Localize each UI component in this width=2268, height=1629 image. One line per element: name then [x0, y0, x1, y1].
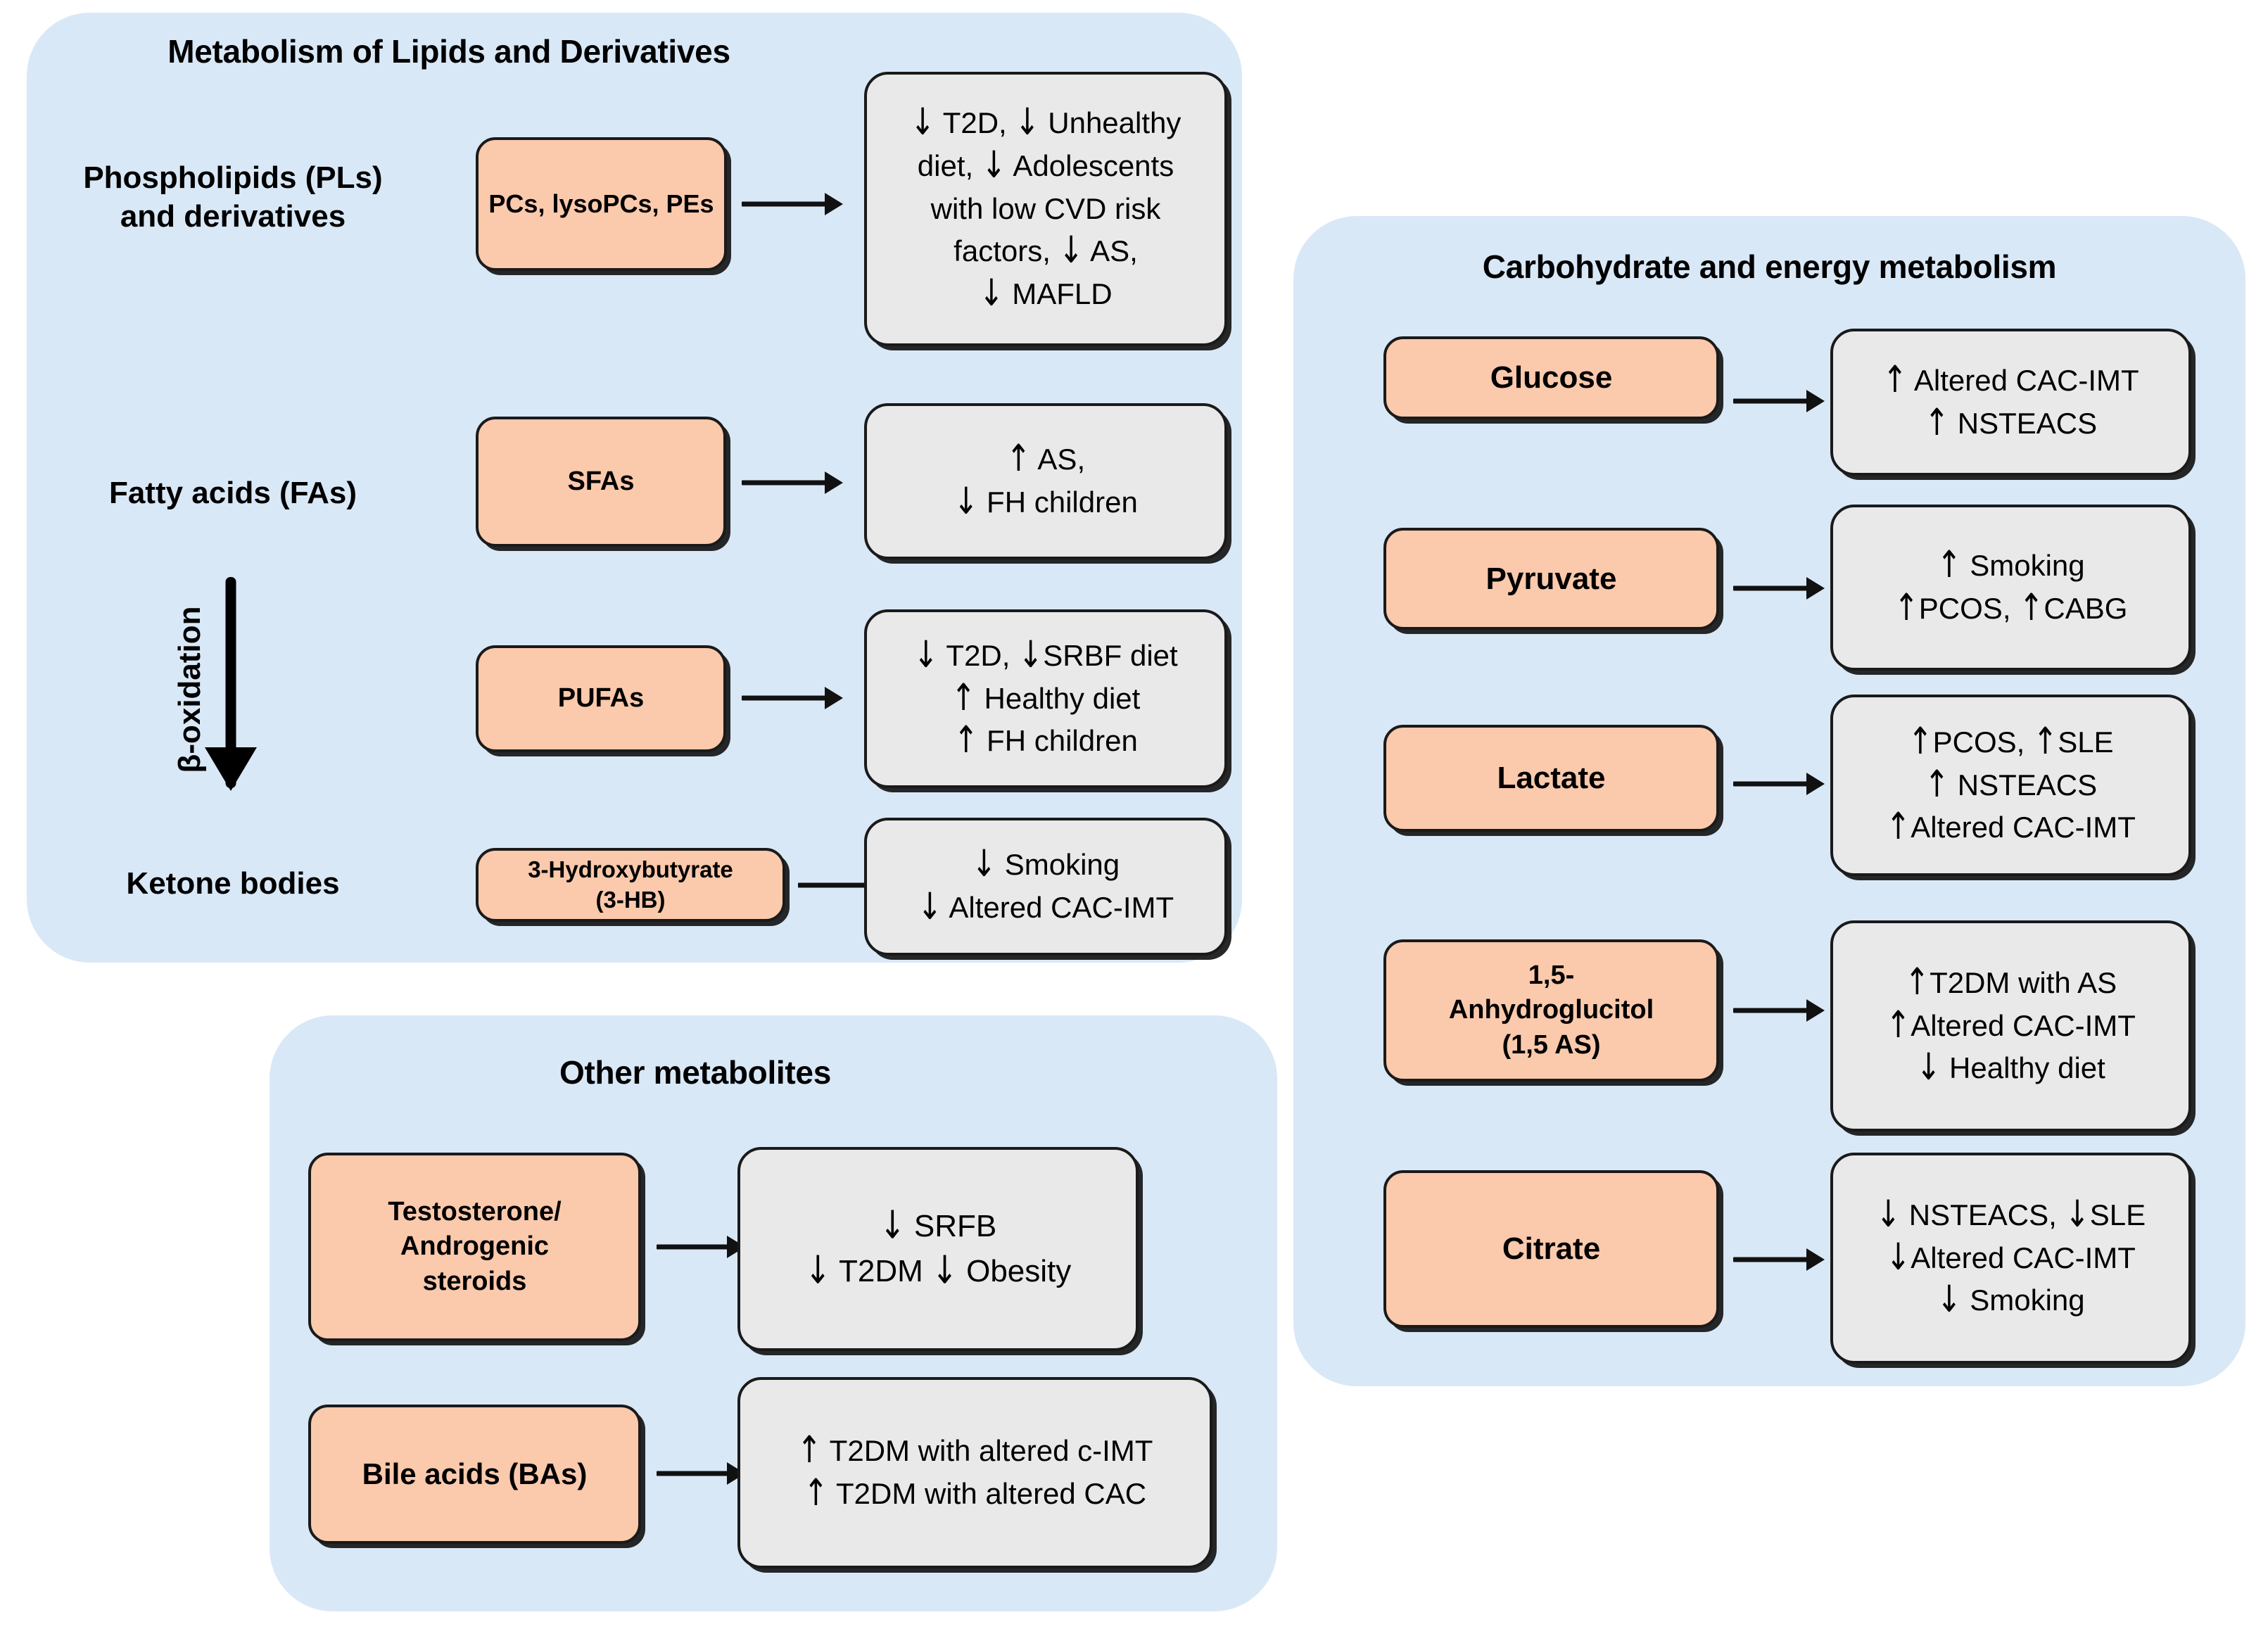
outcome-box-bile-acids: ↑ T2DM with altered c-IMT ↑ T2DM with al… — [737, 1377, 1212, 1568]
down-arrow-icon: ↓ — [1886, 1234, 1911, 1279]
outcome-line: ↓Altered CAC-IMT — [1886, 1235, 2136, 1280]
beta-oxidation-label: β-oxidation — [172, 606, 207, 773]
metabolite-box-pufas[interactable]: PUFAs — [476, 645, 726, 752]
outcome-line: ↓ Altered CAC-IMT — [918, 885, 1174, 930]
down-arrow-icon: ↓ — [954, 479, 979, 523]
outcome-box-pufas: ↓ T2D, ↓SRBF diet ↑ Healthy diet ↑ FH ch… — [864, 609, 1227, 788]
outcome-line: ↓ T2D, ↓ Unhealthy — [911, 100, 1181, 145]
up-arrow-icon: ↑ — [951, 675, 976, 719]
outcome-line: ↑T2DM with AS — [1905, 960, 2117, 1005]
outcome-box-lactate: ↑PCOS, ↑SLE ↑ NSTEACS ↑Altered CAC-IMT — [1830, 695, 2191, 876]
down-arrow-icon: ↓ — [1058, 228, 1084, 272]
up-arrow-icon: ↑ — [1886, 1002, 1911, 1046]
outcome-line: ↑ FH children — [954, 718, 1138, 763]
metabolite-label: 1,5-Anhydroglucitol(1,5 AS) — [1448, 960, 1654, 1060]
up-arrow-icon: ↑ — [1908, 719, 1933, 763]
up-arrow-icon: ↑ — [803, 1471, 829, 1514]
down-arrow-icon: ↓ — [1937, 1277, 1962, 1321]
outcome-box-glucose: ↑ Altered CAC-IMT ↑ NSTEACS — [1830, 329, 2191, 476]
down-arrow-icon: ↓ — [917, 885, 943, 928]
row-label-ketone-bodies: Ketone bodies — [126, 866, 340, 901]
outcome-line: ↑PCOS, ↑SLE — [1908, 719, 2113, 764]
up-arrow-icon: ↑ — [1882, 357, 1908, 401]
metabolite-box-anhydroglucitol[interactable]: 1,5-Anhydroglucitol(1,5 AS) — [1383, 939, 1719, 1082]
metabolite-box-pyruvate[interactable]: Pyruvate — [1383, 528, 1719, 630]
outcome-line: ↓ T2DM ↓ Obesity — [805, 1248, 1072, 1294]
outcome-line: ↓ MAFLD — [979, 272, 1112, 316]
down-arrow-icon: ↓ — [1916, 1045, 1941, 1089]
down-arrow-icon: ↓ — [804, 1248, 831, 1293]
outcome-line: factors, ↓ AS, — [954, 229, 1138, 273]
down-arrow-icon: ↓ — [979, 271, 1004, 315]
outcome-line: diet, ↓ Adolescents — [918, 143, 1174, 188]
metabolite-box-glucose[interactable]: Glucose — [1383, 336, 1719, 419]
metabolite-box-lactate[interactable]: Lactate — [1383, 725, 1719, 832]
up-arrow-icon: ↑ — [1006, 436, 1032, 480]
outcome-box-anhydroglucitol: ↑T2DM with AS ↑Altered CAC-IMT ↓ Healthy… — [1830, 920, 2191, 1132]
outcome-line: ↓ NSTEACS, ↓SLE — [1876, 1192, 2146, 1237]
outcome-box-testosterone: ↓ SRFB ↓ T2DM ↓ Obesity — [737, 1147, 1139, 1351]
down-arrow-icon: ↓ — [879, 1203, 906, 1248]
metabolite-box-sfas[interactable]: SFAs — [476, 417, 726, 547]
down-arrow-icon: ↓ — [981, 143, 1007, 186]
row-label-phospholipids: Phospholipids (PLs) and derivatives — [32, 158, 433, 236]
outcome-line: ↑ T2DM with altered c-IMT — [797, 1428, 1153, 1473]
down-arrow-icon: ↓ — [1015, 100, 1040, 144]
outcome-line: ↑ Altered CAC-IMT — [1882, 357, 2139, 403]
up-arrow-icon: ↑ — [1894, 585, 1919, 629]
down-arrow-icon: ↓ — [971, 842, 997, 885]
panel-other-metabolites-title: Other metabolites — [559, 1054, 831, 1091]
outcome-line: ↓ FH children — [954, 479, 1138, 524]
outcome-box-3-hydroxybutyrate: ↓ Smoking ↓ Altered CAC-IMT — [864, 818, 1227, 956]
outcome-line: ↑ NSTEACS — [1925, 400, 2097, 445]
outcome-box-sfas: ↑ AS, ↓ FH children — [864, 403, 1227, 559]
metabolite-box-pcs-lysopcs-pes[interactable]: PCs, lysoPCs, PEs — [476, 137, 727, 271]
metabolite-box-3-hydroxybutyrate[interactable]: 3-Hydroxybutyrate(3-HB) — [476, 848, 785, 922]
outcome-line: ↓ T2D, ↓SRBF diet — [913, 633, 1177, 678]
down-arrow-icon: ↓ — [913, 633, 939, 676]
down-arrow-icon: ↓ — [1875, 1192, 1901, 1236]
beta-oxidation-arrow-icon — [204, 577, 258, 791]
outcome-line: ↓ SRFB — [880, 1203, 996, 1249]
up-arrow-icon: ↑ — [1904, 960, 1930, 1003]
up-arrow-icon: ↑ — [954, 718, 979, 762]
outcome-line: ↓ Smoking — [1937, 1278, 2084, 1322]
down-arrow-icon: ↓ — [932, 1248, 958, 1293]
down-arrow-icon: ↓ — [910, 100, 935, 144]
outcome-line: ↑Altered CAC-IMT — [1886, 1003, 2136, 1048]
row-label-phospholipids-l2: and derivatives — [120, 199, 346, 234]
outcome-line: ↑ T2DM with altered CAC — [804, 1471, 1146, 1516]
up-arrow-icon: ↑ — [1924, 761, 1950, 806]
up-arrow-icon: ↑ — [1924, 400, 1950, 444]
outcome-line: ↑ NSTEACS — [1925, 762, 2097, 807]
up-arrow-icon: ↑ — [1886, 804, 1911, 849]
metabolite-box-bile-acids[interactable]: Bile acids (BAs) — [308, 1405, 641, 1544]
outcome-line: ↓ Healthy diet — [1916, 1046, 2105, 1090]
outcome-line: ↑ Smoking — [1937, 543, 2084, 588]
outcome-box-pyruvate: ↑ Smoking ↑PCOS, ↑CABG — [1830, 505, 2191, 671]
outcome-line: with low CVD risk — [930, 191, 1161, 225]
up-arrow-icon: ↑ — [2032, 719, 2058, 763]
panel-carbohydrate-title: Carbohydrate and energy metabolism — [1482, 248, 2057, 285]
outcome-line: ↑ Healthy diet — [951, 676, 1141, 721]
down-arrow-icon: ↓ — [2065, 1192, 2090, 1236]
outcome-box-pcs-lysopcs-pes: ↓ T2D, ↓ Unhealthy diet, ↓ Adolescents w… — [864, 72, 1227, 346]
outcome-line: ↑ AS, — [1006, 436, 1085, 481]
metabolite-label: 3-Hydroxybutyrate(3-HB) — [528, 856, 733, 913]
up-arrow-icon: ↑ — [1937, 543, 1962, 586]
panel-lipids-title: Metabolism of Lipids and Derivatives — [167, 33, 730, 70]
metabolite-box-citrate[interactable]: Citrate — [1383, 1170, 1719, 1328]
up-arrow-icon: ↑ — [797, 1428, 822, 1471]
row-label-fatty-acids: Fatty acids (FAs) — [108, 476, 357, 510]
down-arrow-icon: ↓ — [1018, 633, 1044, 676]
outcome-line: ↑PCOS, ↑CABG — [1894, 585, 2128, 630]
row-label-phospholipids-l1: Phospholipids (PLs) — [83, 160, 383, 195]
outcome-box-citrate: ↓ NSTEACS, ↓SLE ↓Altered CAC-IMT ↓ Smoki… — [1830, 1153, 2191, 1364]
up-arrow-icon: ↑ — [2019, 585, 2044, 629]
outcome-line: ↑Altered CAC-IMT — [1886, 805, 2136, 849]
outcome-line: ↓ Smoking — [972, 842, 1120, 887]
